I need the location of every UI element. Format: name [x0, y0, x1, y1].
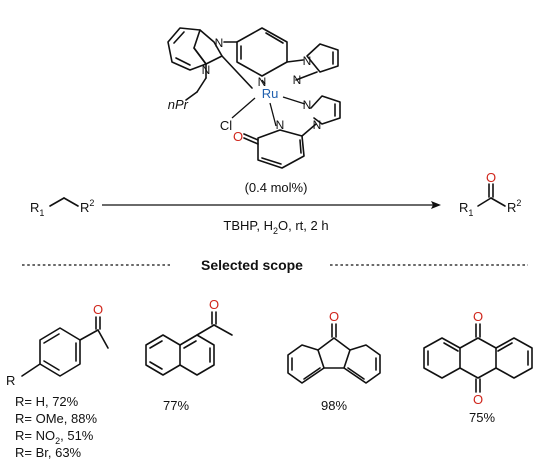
anthraquinone-o-top: O — [473, 309, 483, 324]
yield-aryl-ome: R= OMe, 88% — [15, 411, 97, 426]
catalyst-n-imidazole-2: N — [202, 63, 211, 77]
product-o: O — [486, 170, 496, 185]
anthraquinone-o-bottom: O — [473, 392, 483, 407]
catalyst-loading: (0.4 mol%) — [245, 180, 308, 195]
fluorenone-o: O — [329, 309, 339, 324]
catalyst-n-pyrazole-bottom-1: N — [303, 98, 312, 112]
substrate-r1: R1 — [30, 200, 44, 218]
scope-title: Selected scope — [201, 257, 303, 273]
catalyst-pyrazole-top — [306, 43, 339, 73]
yield-anthraquinone: 75% — [469, 410, 495, 425]
scope-fluorenone: O 98% — [287, 309, 381, 413]
aryl-ketone-o: O — [93, 302, 103, 317]
catalyst-propyl-label: nPr — [168, 97, 189, 112]
catalyst-cl-label: Cl — [220, 118, 232, 133]
catalyst-n-pyridone: N — [276, 118, 285, 132]
yield-aryl-br: R= Br, 63% — [15, 445, 82, 460]
yield-fluorenone: 98% — [321, 398, 347, 413]
catalyst-n-pyrazole-top-2: N — [293, 73, 302, 87]
reaction-row: R1 R2 TBHP, H2O, rt, 2 h R1 O R2 — [30, 170, 521, 236]
aryl-ketone-r: R — [6, 373, 15, 388]
catalyst-o-label: O — [233, 129, 243, 144]
catalyst-n-imidazole-1: N — [215, 36, 224, 50]
catalyst-n-pyrazole-top-1: N — [303, 54, 312, 68]
scope-acetonaphthone: O 77% — [145, 297, 233, 413]
substrate-r2: R2 — [80, 198, 94, 215]
scope-header: Selected scope — [22, 257, 528, 273]
yield-aryl-no2: R= NO2, 51% — [15, 428, 94, 446]
reaction-conditions: TBHP, H2O, rt, 2 h — [223, 218, 328, 236]
acetonaphthone-o: O — [209, 297, 219, 312]
scope-anthraquinone: O O 75% — [423, 309, 533, 425]
product-r2: R2 — [507, 198, 521, 215]
catalyst-n-pyrazole-bottom-2: N — [313, 118, 322, 132]
catalyst-n-pyridine: N — [258, 75, 267, 89]
catalyst-ru-label: Ru — [262, 86, 279, 101]
yield-aryl-h: R= H, 72% — [15, 394, 79, 409]
product-r1: R1 — [459, 200, 473, 218]
catalyst-pyridone-ring — [257, 129, 305, 169]
yield-acetonaphthone: 77% — [163, 398, 189, 413]
scope-aryl-ketone: O R R= H, 72% R= OMe, 88% R= NO2, 51% R=… — [6, 302, 109, 460]
ruthenium-catalyst: N N N N N nPr Ru Cl N N N O (0.4 mol%) — [167, 27, 341, 195]
catalyst-pyridine-ring — [236, 27, 288, 77]
catalyst-pyrazole-bottom — [310, 95, 341, 125]
